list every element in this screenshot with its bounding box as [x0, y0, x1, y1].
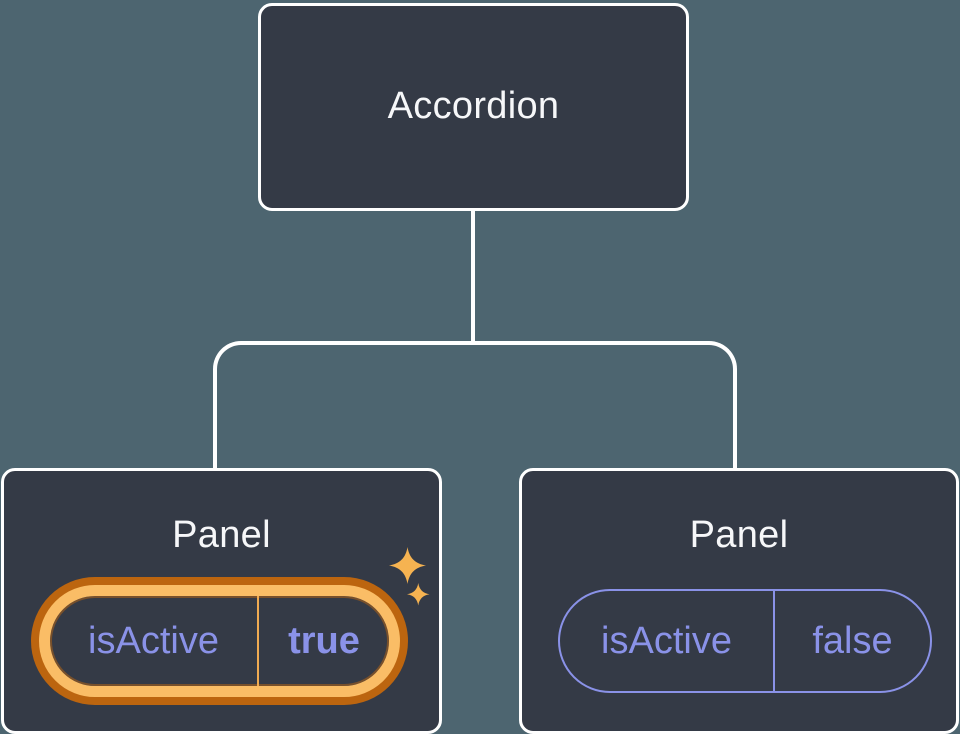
accordion-node-label: Accordion: [387, 85, 560, 128]
sparkles-icon: [389, 547, 430, 606]
state-value-label: false: [812, 620, 893, 662]
state-value-label: true: [288, 620, 360, 662]
panel-node-label: Panel: [172, 514, 271, 556]
component-node-accordion: Accordion: [258, 3, 689, 211]
state-key-label: isActive: [88, 620, 219, 662]
state-pill-active: isActive true: [39, 585, 400, 697]
state-pill-inactive: isActive false: [558, 589, 932, 693]
pill-divider: [773, 591, 775, 691]
panel-node-label: Panel: [689, 514, 789, 556]
pill-divider: [257, 596, 259, 686]
component-node-panel-active: Panel isActive true: [1, 468, 442, 734]
state-key-label: isActive: [601, 620, 732, 662]
connector-stem: [471, 211, 475, 342]
component-node-panel-inactive: Panel isActive false: [519, 468, 959, 734]
connector-bracket: [213, 341, 737, 468]
